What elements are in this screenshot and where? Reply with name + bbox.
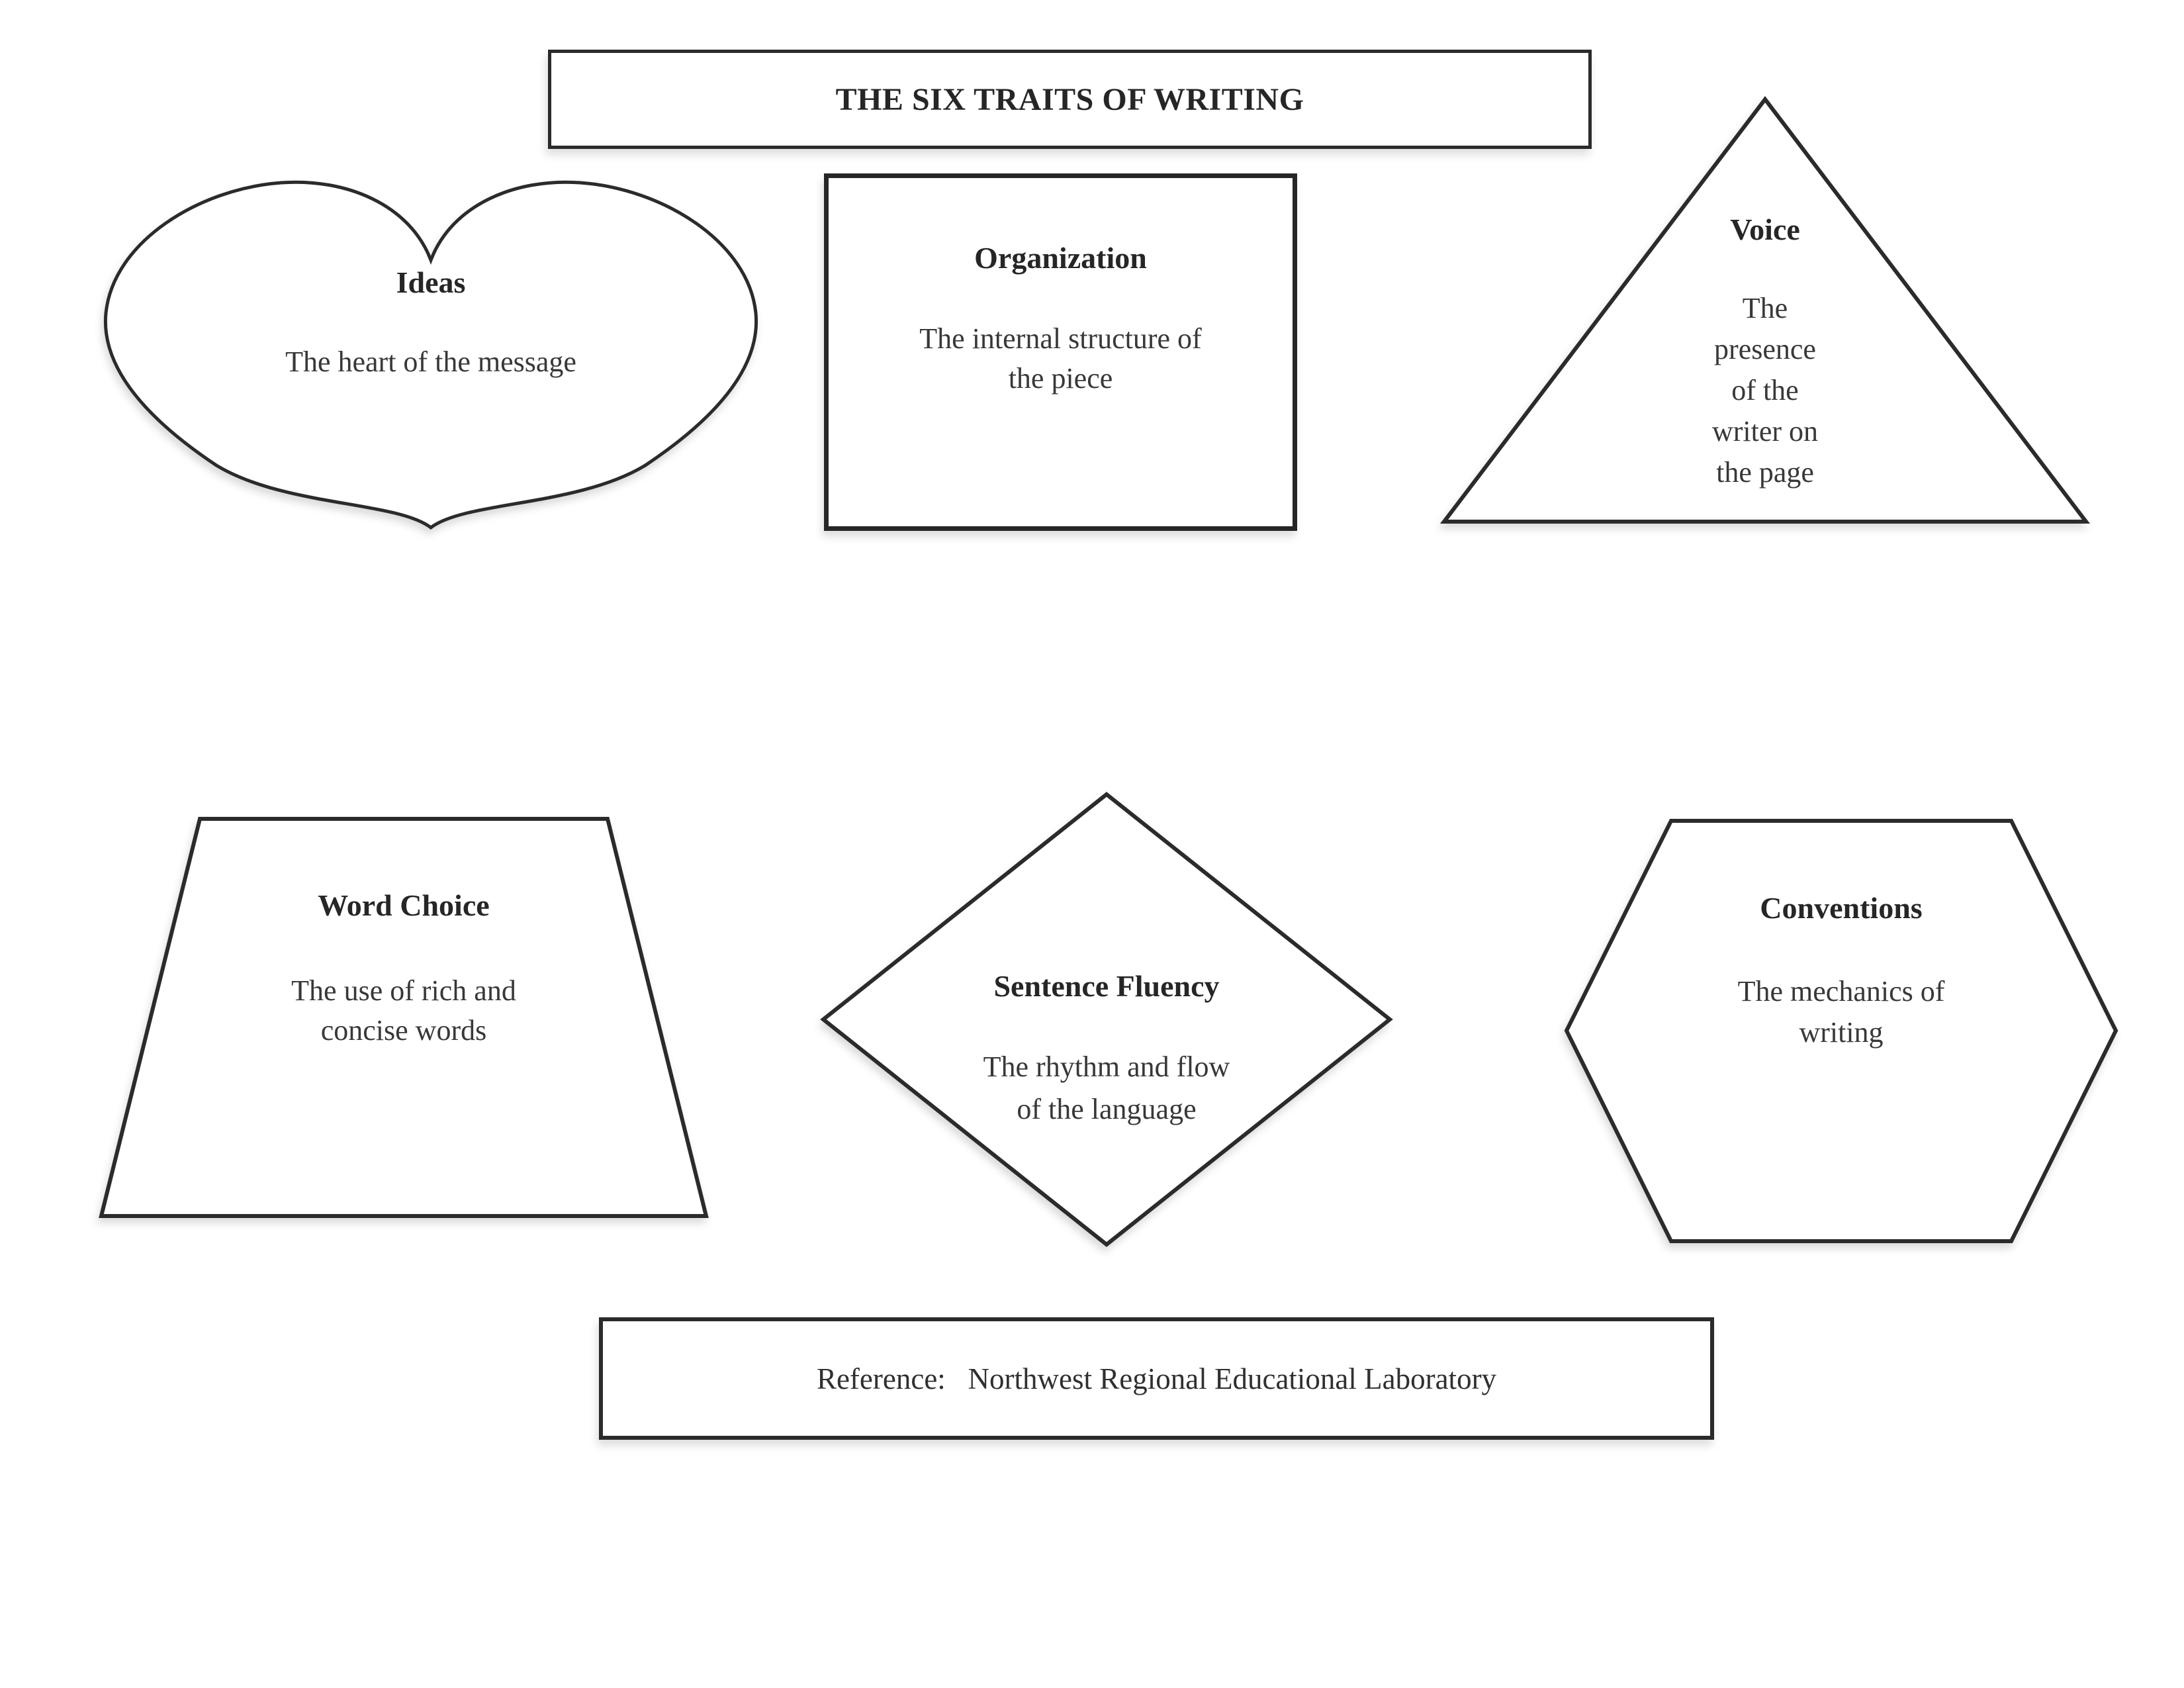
trait-sentence-fluency-description: The rhythm and flow of the language xyxy=(983,1051,1230,1125)
reference-note: Reference: Northwest Regional Educationa… xyxy=(599,1317,1714,1440)
trait-word-choice: Word Choice The use of rich and concise … xyxy=(99,817,709,1218)
trait-voice-description: The presence of the writer on the page xyxy=(1711,292,1819,489)
hexagon-shape-icon xyxy=(1564,819,2118,1243)
heart-shape-icon xyxy=(103,180,758,530)
trait-voice: Voice The presence of the writer on the … xyxy=(1439,96,2091,525)
trait-voice-title: Voice xyxy=(1730,212,1800,246)
trait-organization-description: The internal structure of the piece xyxy=(919,322,1202,395)
trapezoid-shape-icon xyxy=(99,817,709,1218)
trait-sentence-fluency-title: Sentence Fluency xyxy=(993,969,1220,1003)
trait-sentence-fluency: Sentence Fluency The rhythm and flow of … xyxy=(820,792,1393,1247)
trait-conventions-description: The mechanics of writing xyxy=(1737,975,1945,1049)
page-title: THE SIX TRAITS OF WRITING xyxy=(548,50,1592,149)
trait-conventions: Conventions The mechanics of writing xyxy=(1564,818,2118,1244)
diamond-shape-icon xyxy=(820,792,1393,1247)
trait-ideas: Ideas The heart of the message xyxy=(99,177,763,530)
trait-word-choice-description: The use of rich and concise words xyxy=(291,974,516,1047)
trait-ideas-description: The heart of the message xyxy=(285,346,576,378)
trait-organization-title: Organization xyxy=(974,241,1147,275)
triangle-shape-icon xyxy=(1439,96,2091,524)
rectangle-shape xyxy=(824,173,1297,531)
trait-ideas-title: Ideas xyxy=(396,265,466,299)
trait-organization: Organization The internal structure of t… xyxy=(824,173,1297,531)
trait-conventions-title: Conventions xyxy=(1760,891,1923,925)
trait-word-choice-title: Word Choice xyxy=(318,888,490,922)
